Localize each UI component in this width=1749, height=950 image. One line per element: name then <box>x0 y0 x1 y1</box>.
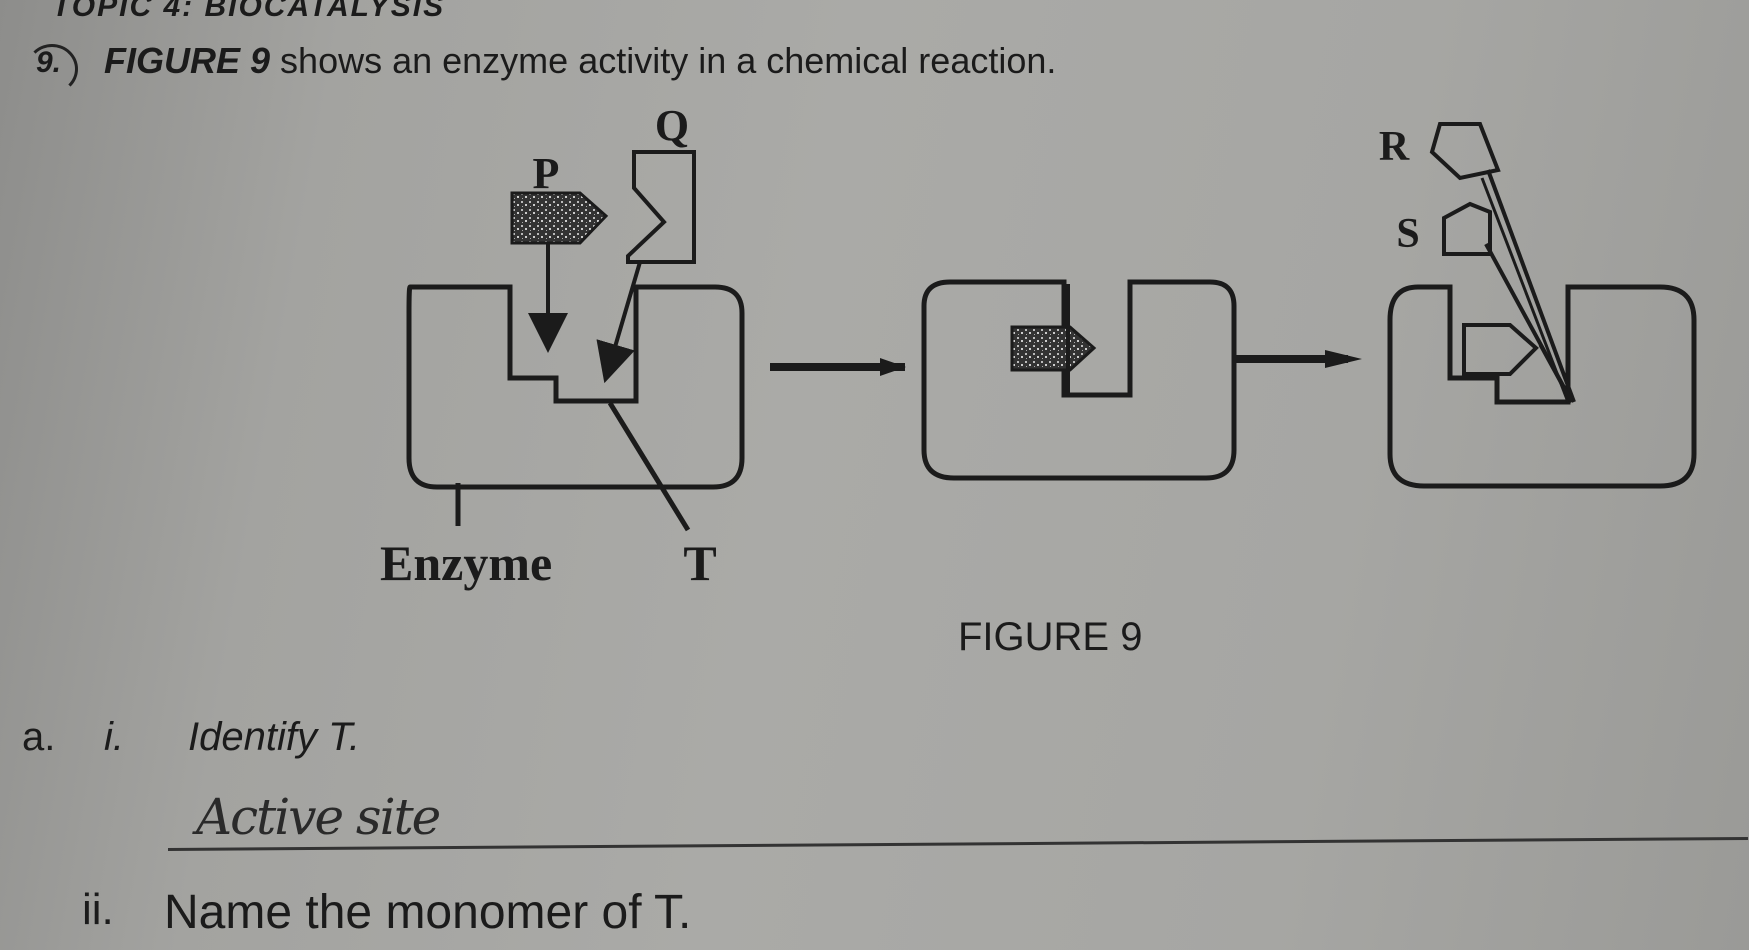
label-enzyme: Enzyme <box>380 535 552 591</box>
product-bound <box>1462 323 1539 376</box>
enzyme-body-3 <box>1387 284 1697 489</box>
label-q: Q <box>655 101 689 150</box>
question-body: shows an enzyme activity in a chemical r… <box>280 40 1057 81</box>
handwritten-answer: Active site <box>196 788 441 846</box>
part-a-ii-question: Name the monomer of T. <box>164 886 692 939</box>
question-number: 9. <box>36 46 62 79</box>
substrate-p-shape <box>510 191 609 245</box>
enzyme-body-1 <box>406 284 745 490</box>
part-a-letter: a. <box>22 715 56 759</box>
substrate-q-shape <box>626 150 696 264</box>
figure-reference: FIGURE 9 <box>104 40 271 81</box>
product-r-shape <box>1429 122 1501 181</box>
question-number-circle <box>26 44 78 94</box>
label-s: S <box>1396 211 1419 257</box>
figure-caption: FIGURE 9 <box>958 615 1143 659</box>
part-a-ii-numeral: ii. <box>82 885 114 934</box>
part-a-i-numeral: i. <box>104 715 124 759</box>
q-arrow <box>596 261 642 384</box>
question-text: FIGURE 9 shows an enzyme activity in a c… <box>104 40 1056 82</box>
label-p: P <box>533 149 560 198</box>
label-r: R <box>1379 124 1410 170</box>
enzyme-body-2 <box>921 279 1237 481</box>
part-a-i-question: Identify T. <box>188 715 360 759</box>
topic-heading: TOPIC 4: BIOCATALYSIS <box>52 0 446 23</box>
label-t: T <box>683 535 716 591</box>
product-s-shape <box>1442 201 1492 256</box>
t-label-pointer <box>607 401 691 532</box>
substrate-p-bound <box>1010 325 1097 372</box>
